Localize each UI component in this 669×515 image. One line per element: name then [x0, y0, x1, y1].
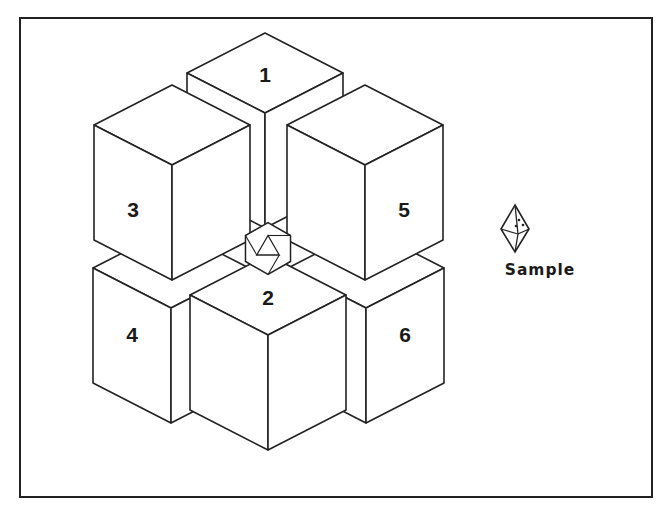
anvil-cube: 5 [287, 85, 443, 280]
anvil-number: 2 [262, 286, 274, 309]
anvil-number: 3 [127, 198, 139, 221]
anvil-number: 1 [259, 63, 271, 86]
octahedron-dot [522, 224, 525, 227]
octahedron-edge [501, 229, 518, 234]
cluster-outline [245, 222, 290, 274]
anvil-cube: 2 [190, 255, 346, 450]
octahedron-edge [515, 234, 518, 252]
cube-left-face [93, 268, 171, 423]
anvil-number: 4 [126, 323, 138, 346]
cube-shape [94, 85, 250, 280]
octahedron-dot [518, 219, 521, 222]
cube-right-face [172, 125, 250, 280]
cube-right-face [366, 268, 444, 423]
anvil-cube: 3 [94, 85, 250, 280]
cluster-triangle [257, 235, 280, 255]
cube-left-face [287, 125, 365, 280]
cube-left-face [288, 268, 366, 423]
border-rect [20, 18, 652, 497]
cluster-edge [268, 255, 279, 275]
octahedron [501, 205, 529, 252]
octahedron-edge [518, 229, 529, 234]
anvil-number: 5 [398, 198, 410, 221]
octahedron-outline [501, 205, 529, 252]
cube-right-face [268, 295, 346, 450]
cluster-edge [268, 234, 291, 235]
cube-left-face [94, 125, 172, 280]
octahedron-dot [515, 225, 518, 228]
cluster-edge [245, 235, 256, 255]
cube-left-face [190, 295, 268, 450]
cube-shape [190, 255, 346, 450]
cube-right-face [365, 125, 443, 280]
anvil-number: 6 [399, 323, 411, 346]
sample-label: Sample [480, 262, 600, 279]
sample-cluster [245, 222, 290, 274]
octahedron-edge [515, 205, 518, 234]
sample-node: Sample [480, 200, 600, 295]
cube-shape [287, 85, 443, 280]
octahedron-shape [480, 200, 600, 295]
